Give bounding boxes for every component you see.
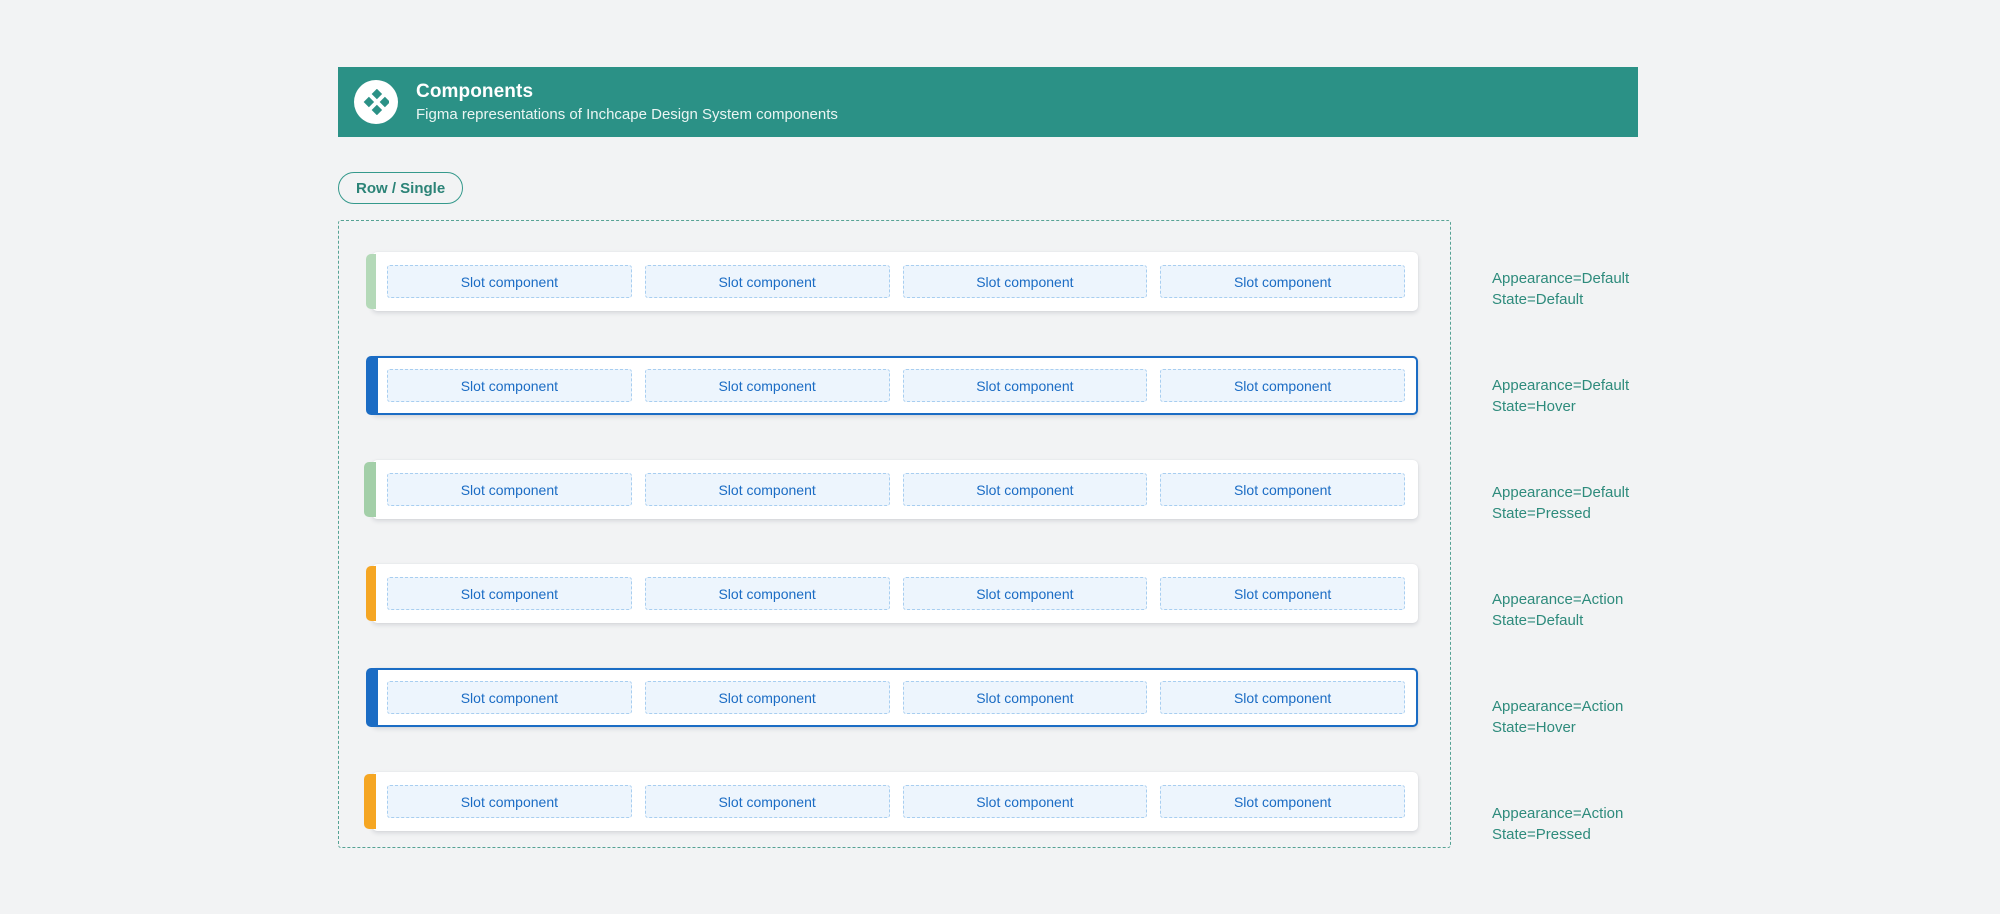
- four-diamonds-icon: [354, 80, 398, 124]
- slot-component[interactable]: Slot component: [644, 681, 890, 714]
- row-action-hover[interactable]: Slot component Slot component Slot compone…: [366, 668, 1418, 727]
- slot-component[interactable]: Slot component: [902, 577, 1148, 610]
- appearance-label: Appearance=Action: [1492, 591, 1624, 608]
- appearance-label: Appearance=Action: [1492, 698, 1624, 715]
- slot-component[interactable]: Slot component: [1160, 265, 1405, 298]
- slot-component[interactable]: Slot component: [902, 785, 1148, 818]
- row-default-default[interactable]: Slot component Slot component Slot compone…: [366, 252, 1418, 311]
- state-label: State=Hover: [1492, 719, 1576, 736]
- appearance-label: Appearance=Default: [1492, 377, 1630, 394]
- slot-component[interactable]: Slot component: [902, 369, 1148, 402]
- row-action-default[interactable]: Slot component Slot component Slot compone…: [366, 564, 1418, 623]
- variant-set-frame: [338, 220, 1451, 848]
- slot-component[interactable]: Slot component: [644, 785, 890, 818]
- slot-component[interactable]: Slot component: [387, 369, 632, 402]
- state-label: State=Default: [1492, 291, 1584, 308]
- slot-component[interactable]: Slot component: [644, 369, 890, 402]
- row-accent-bar: [364, 462, 376, 517]
- slot-component[interactable]: Slot component: [644, 577, 890, 610]
- row-default-pressed[interactable]: Slot component Slot component Slot compone…: [364, 460, 1418, 519]
- page-header: Components Figma representations of Inch…: [338, 67, 1638, 137]
- row-accent-bar: [366, 566, 376, 621]
- row-accent-bar: [366, 668, 378, 727]
- state-label: State=Pressed: [1492, 826, 1591, 843]
- slot-component[interactable]: Slot component: [1160, 681, 1405, 714]
- slot-component[interactable]: Slot component: [902, 681, 1148, 714]
- slot-component[interactable]: Slot component: [1160, 369, 1405, 402]
- slot-component[interactable]: Slot component: [902, 265, 1148, 298]
- row-default-hover[interactable]: Slot component Slot component Slot compone…: [366, 356, 1418, 415]
- state-label: State=Hover: [1492, 398, 1576, 415]
- row-accent-bar: [366, 356, 378, 415]
- appearance-label: Appearance=Default: [1492, 270, 1630, 287]
- slot-component[interactable]: Slot component: [644, 265, 890, 298]
- slot-component[interactable]: Slot component: [387, 265, 632, 298]
- row-accent-bar: [364, 774, 376, 829]
- state-label: State=Pressed: [1492, 505, 1591, 522]
- slot-component[interactable]: Slot component: [387, 577, 632, 610]
- page-title: Components: [416, 80, 534, 102]
- header-text-block: Components Figma representations of Inch…: [416, 81, 838, 124]
- page-subtitle: Figma representations of Inchcape Design…: [416, 105, 838, 123]
- slot-component[interactable]: Slot component: [644, 473, 890, 506]
- slot-component[interactable]: Slot component: [387, 681, 632, 714]
- appearance-label: Appearance=Default: [1492, 484, 1630, 501]
- row-accent-bar: [366, 254, 376, 309]
- row-action-pressed[interactable]: Slot component Slot component Slot compone…: [364, 772, 1418, 831]
- variant-set-pill[interactable]: Row / Single: [338, 172, 464, 204]
- slot-component[interactable]: Slot component: [902, 473, 1148, 506]
- slot-component[interactable]: Slot component: [1160, 577, 1405, 610]
- slot-component[interactable]: Slot component: [387, 785, 632, 818]
- slot-component[interactable]: Slot component: [1160, 473, 1405, 506]
- state-label: State=Default: [1492, 612, 1584, 629]
- appearance-label: Appearance=Action: [1492, 805, 1624, 822]
- slot-component[interactable]: Slot component: [387, 473, 632, 506]
- slot-component[interactable]: Slot component: [1160, 785, 1405, 818]
